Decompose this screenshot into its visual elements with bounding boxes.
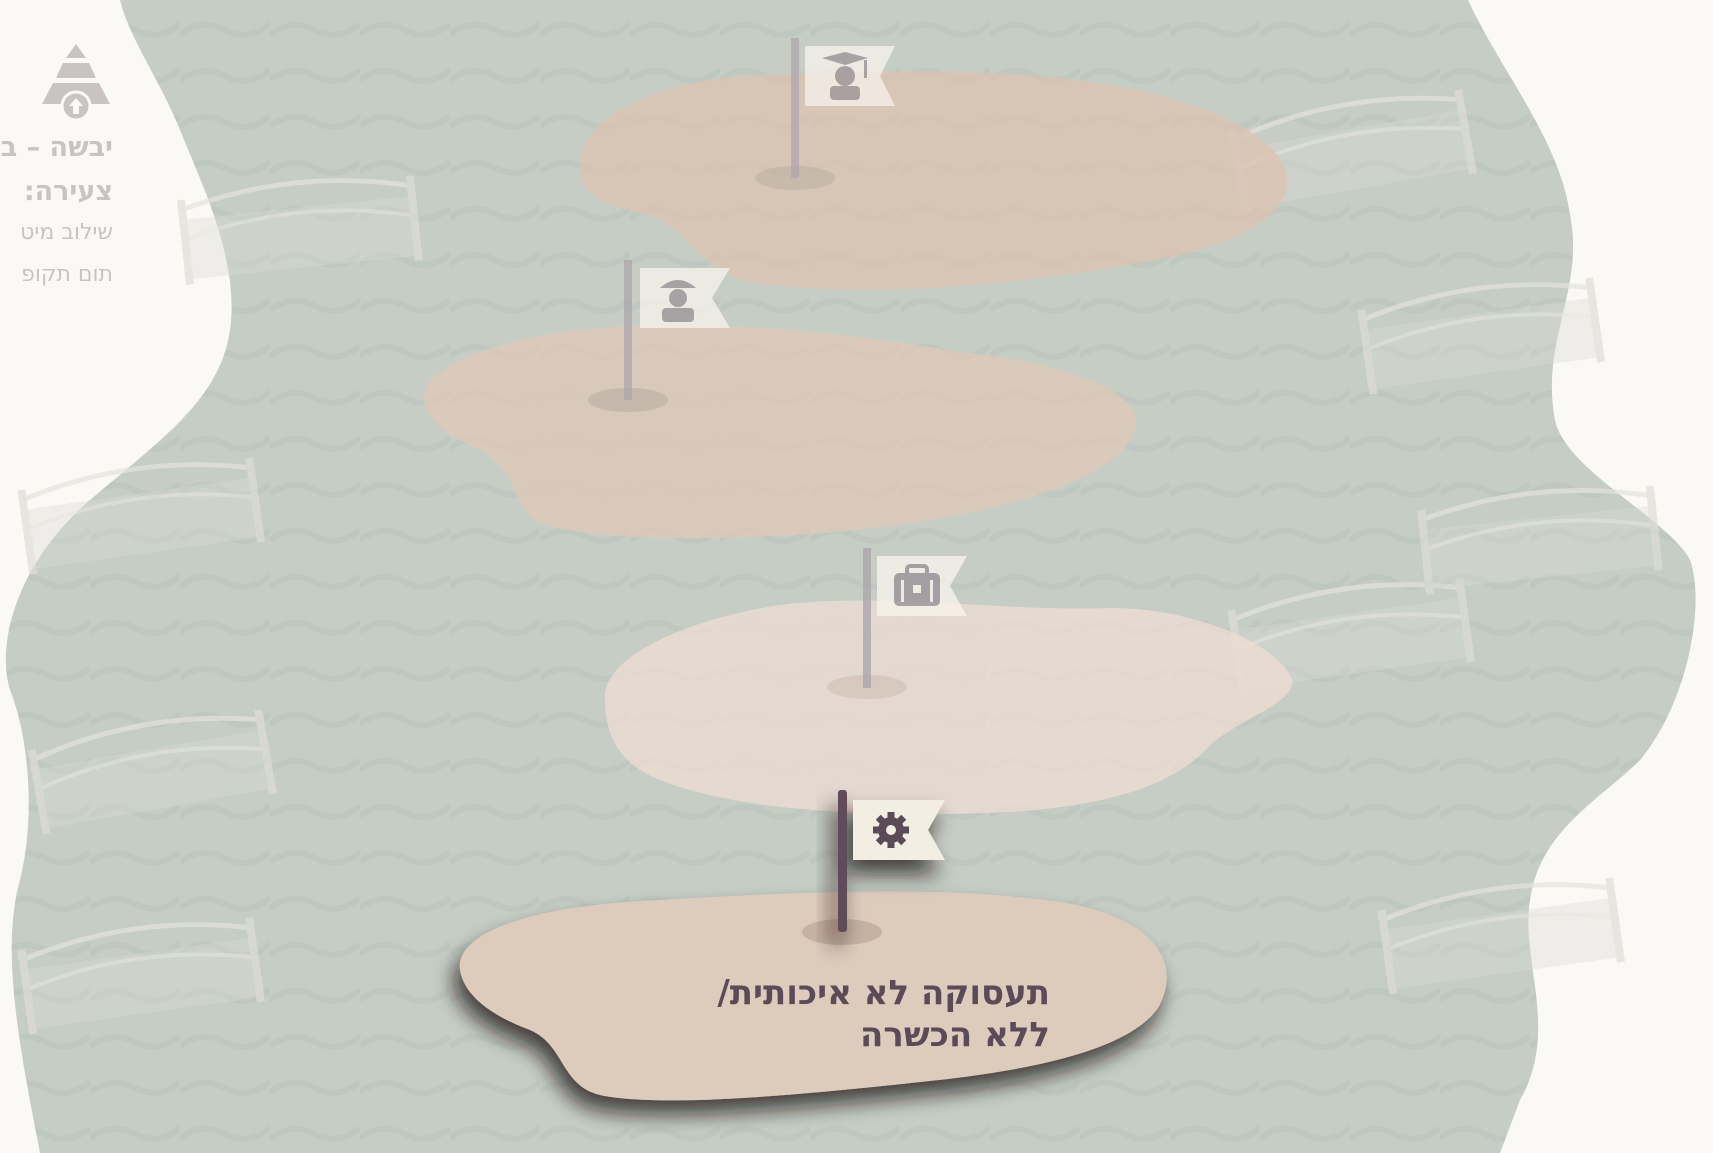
- island-2[interactable]: [423, 325, 1137, 539]
- pyramid-arrow-icon: [42, 44, 110, 122]
- briefcase-icon: [894, 564, 940, 606]
- sidebar-subtitle-line1: שילוב מיט: [20, 220, 113, 245]
- worker-helmet-icon: [660, 280, 696, 322]
- gear-icon: [873, 812, 909, 848]
- island-4-label: תעסוקה לא איכותית/ ללא הכשרה: [560, 972, 1050, 1056]
- island-4-label-line2: ללא הכשרה: [860, 1015, 1050, 1055]
- sidebar-subtitle-line2: תום תקופ: [21, 262, 113, 287]
- flag-3: [863, 548, 967, 688]
- graduate-icon: [822, 52, 868, 100]
- flag-1: [791, 38, 895, 178]
- sidebar-title-line2: צעירה:: [23, 176, 113, 207]
- island-4-active[interactable]: [459, 891, 1167, 1101]
- flag-2: [624, 260, 730, 400]
- water-body: [5, 0, 1696, 1153]
- sidebar-title-line1: יבשה – ב: [0, 132, 113, 163]
- island-4-label-line1: תעסוקה לא איכותית/: [717, 973, 1050, 1013]
